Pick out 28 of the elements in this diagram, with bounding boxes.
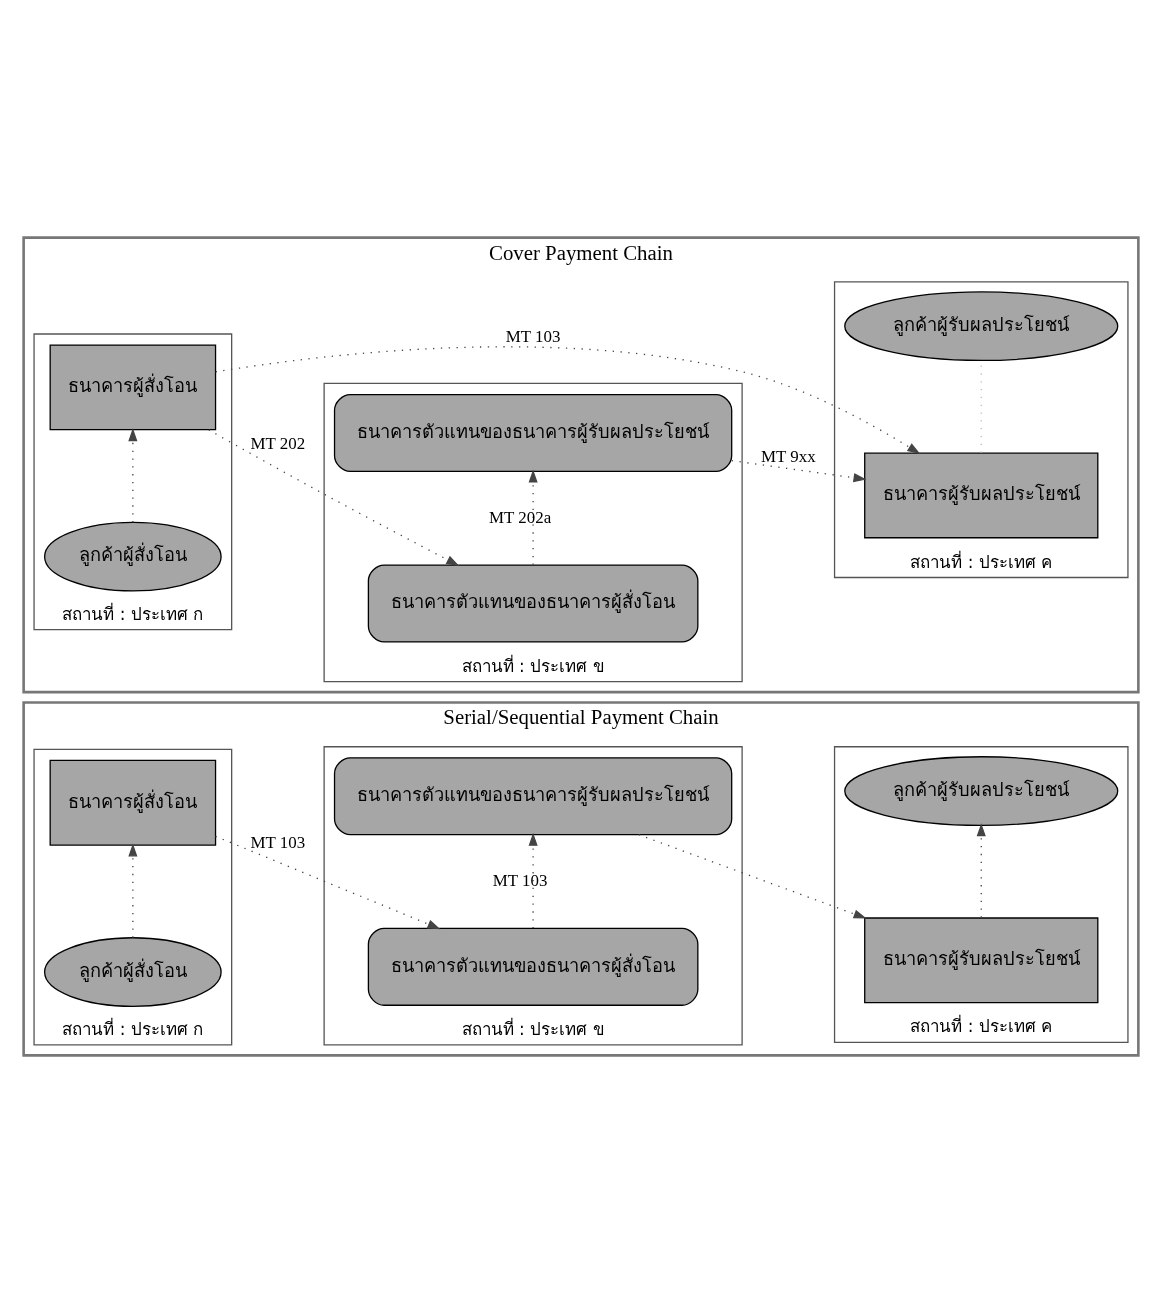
- arrow: [638, 833, 867, 919]
- arrow: [214, 835, 441, 929]
- edge-label: MT 9xx: [761, 446, 816, 466]
- arrow: [208, 428, 460, 566]
- node-box: ธนาคารผู้รับผลประโยชน์: [864, 452, 1099, 538]
- arrow: [528, 469, 538, 565]
- edge-label: MT 103: [492, 870, 548, 890]
- node-box: ธนาคารผู้รับผลประโยชน์: [864, 916, 1099, 1003]
- arrow: [128, 427, 138, 523]
- arrow: [976, 822, 986, 918]
- arrow: [528, 832, 538, 929]
- edge-label: MT 202a: [489, 507, 552, 527]
- node-box: ธนาคารผู้สั่งโอน: [49, 759, 217, 846]
- node-ellipse: ลูกค้าผู้สั่งโอน: [44, 936, 222, 1007]
- node-box: ธนาคารตัวแทนของธนาคารผู้สั่งโอน: [367, 927, 699, 1006]
- node-ellipse: ลูกค้าผู้รับผลประโยชน์: [844, 290, 1119, 361]
- node-box: ธนาคารตัวแทนของธนาคารผู้สั่งโอน: [367, 563, 699, 643]
- node-ellipse: ลูกค้าผู้สั่งโอน: [44, 521, 222, 592]
- edge-label: MT 103: [505, 326, 561, 346]
- node-box: ธนาคารผู้สั่งโอน: [49, 343, 217, 430]
- node-box: ธนาคารตัวแทนของธนาคารผู้รับผลประโยชน์: [333, 756, 733, 835]
- node-box: ธนาคารตัวแทนของธนาคารผู้รับผลประโยชน์: [333, 393, 733, 472]
- node-ellipse: ลูกค้าผู้รับผลประโยชน์: [844, 755, 1119, 826]
- arrow: [215, 345, 921, 454]
- edge-label: MT 202: [250, 433, 306, 453]
- edge-label: MT 103: [250, 832, 306, 852]
- arrow: [731, 459, 867, 482]
- arrow: [128, 842, 138, 938]
